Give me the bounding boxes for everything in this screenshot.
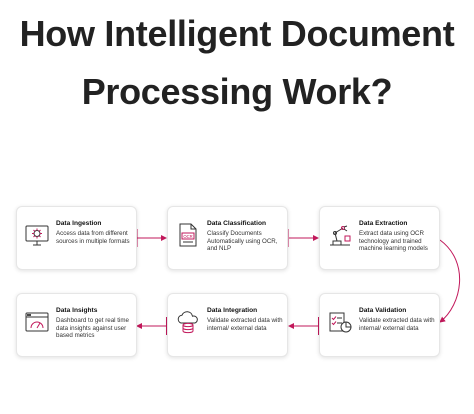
step-description: Validate extracted data with internal/ e…	[207, 317, 283, 332]
svg-text:OCR: OCR	[183, 234, 192, 239]
checklist-chart-icon	[327, 309, 353, 335]
step-card-data-extraction: Data Extraction Extract data using OCR t…	[319, 206, 440, 270]
step-description: Extract data using OCR technology and tr…	[359, 230, 428, 253]
step-description: Validate extracted data with internal/ e…	[359, 317, 435, 332]
page-title-line-1: How Intelligent Document	[19, 13, 455, 54]
step-title: Data Classification	[207, 220, 266, 227]
dashboard-gauge-icon	[24, 309, 50, 335]
gear-monitor-icon	[24, 222, 50, 248]
step-card-data-validation: Data Validation Validate extracted data …	[319, 293, 440, 357]
connector-bar	[318, 317, 320, 335]
step-description: Access data from different sources in mu…	[56, 230, 130, 245]
arrow-extraction-to-validation	[439, 239, 461, 323]
step-title: Data Integration	[207, 307, 258, 314]
step-card-data-classification: OCR Data Classification Classify Documen…	[167, 206, 288, 270]
step-card-data-insights: Data Insights Dashboard to get real time…	[16, 293, 137, 357]
step-title: Data Insights	[56, 307, 98, 314]
step-card-data-ingestion: Data Ingestion Access data from differen…	[16, 206, 137, 270]
step-card-data-integration: Data Integration Validate extracted data…	[167, 293, 288, 357]
connector-bar	[166, 317, 168, 335]
step-title: Data Validation	[359, 307, 407, 314]
step-title: Data Ingestion	[56, 220, 102, 227]
cloud-database-icon	[175, 309, 201, 335]
step-description: Classify Documents Automatically using O…	[207, 230, 278, 253]
robot-arm-icon	[327, 222, 353, 248]
step-title: Data Extraction	[359, 220, 408, 227]
ocr-document-icon: OCR	[175, 222, 201, 248]
page-title-line-2: Processing Work?	[81, 71, 393, 112]
step-description: Dashboard to get real time data insights…	[56, 317, 129, 340]
